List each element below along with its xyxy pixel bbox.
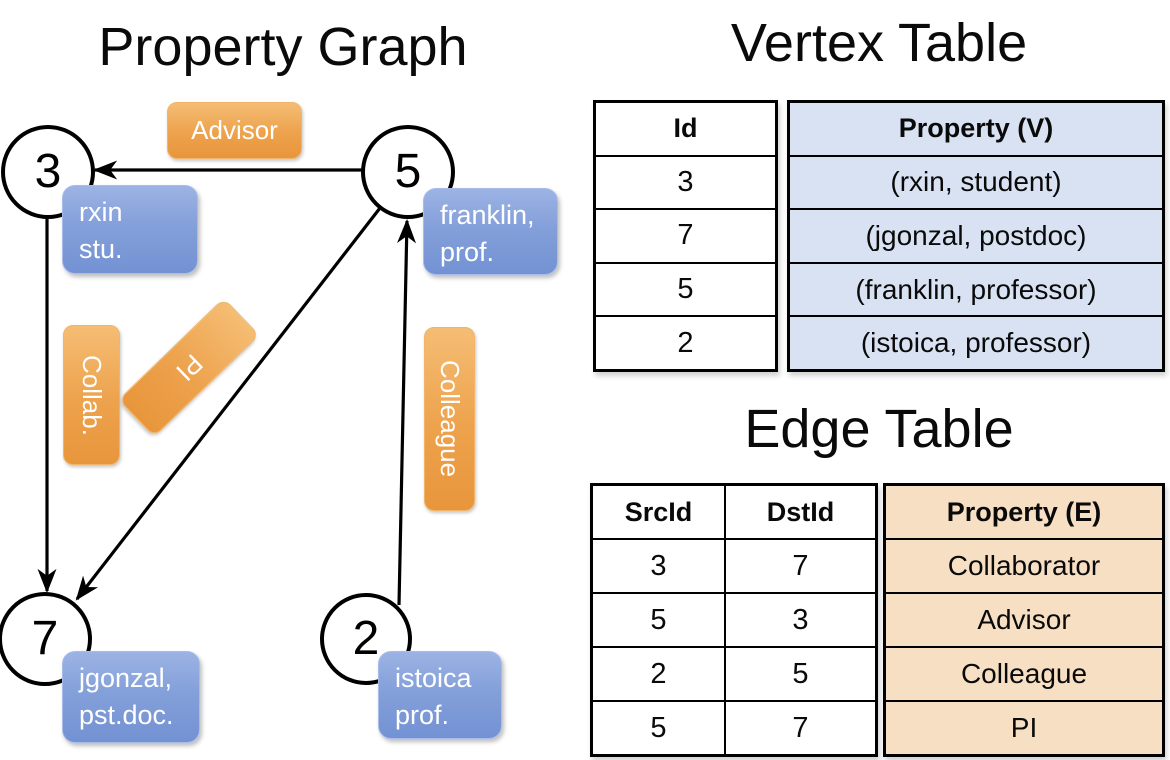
edge-table-id-columns: SrcId DstId 3 7 5 3 2 5 5 7 <box>590 483 878 757</box>
vertex-table-title: Vertex Table <box>730 13 1028 73</box>
vertex-table-id-cell: 2 <box>677 326 694 359</box>
vertex-table-property-column: Property (V) (rxin, student) (jgonzal, p… <box>787 100 1165 372</box>
vertex-property-line: rxin <box>79 197 123 227</box>
edge-table-dst-cell: 3 <box>792 603 809 636</box>
node-id-5: 5 <box>394 145 422 198</box>
edge-table-property-cell: Collaborator <box>947 550 1101 581</box>
graph-title: Property Graph <box>98 17 468 77</box>
vertex-property-box-3: rxin stu. <box>62 185 198 274</box>
node-id-2: 2 <box>352 612 380 665</box>
vertex-property-box-7: jgonzal, pst.doc. <box>62 651 200 743</box>
vertex-property-line: stu. <box>79 234 123 265</box>
edge-label-colleague: Colleague <box>424 327 475 511</box>
vertex-table-header-property: Property (V) <box>898 113 1054 144</box>
vertex-table-id-cell: 3 <box>677 165 694 198</box>
node-id-3: 3 <box>34 145 62 198</box>
vertex-property-line: franklin, <box>440 200 535 230</box>
edge-table-dst-cell: 5 <box>792 657 809 690</box>
vertex-property-box-2: istoica prof. <box>378 651 502 739</box>
edge-table-dst-cell: 7 <box>792 711 809 744</box>
edge-label-collab: Collab. <box>63 325 120 465</box>
vertex-property-line: prof. <box>395 700 450 731</box>
vertex-property-box-5: franklin, prof. <box>423 188 558 275</box>
vertex-property-line: istoica <box>395 663 472 693</box>
vertex-table-id-column: Id 3 7 5 2 <box>593 100 778 372</box>
graph-canvas <box>0 125 455 686</box>
edge-table-src-cell: 2 <box>593 648 726 700</box>
edge-table-src-cell: 5 <box>593 594 726 646</box>
edge-colleague-2-to-5 <box>397 218 417 606</box>
edge-table-dst-cell: 7 <box>792 549 809 582</box>
edge-table-header-srcid: SrcId <box>593 486 726 538</box>
edge-table-property-column: Property (E) Collaborator Advisor Collea… <box>883 483 1165 757</box>
node-id-7: 7 <box>31 612 59 665</box>
edge-table-header-property: Property (E) <box>946 496 1102 527</box>
vertex-table-header-id: Id <box>673 113 698 144</box>
vertex-table-property-cell: (istoica, professor) <box>860 327 1092 359</box>
edge-table-property-cell: Colleague <box>960 658 1088 689</box>
vertex-table-property-cell: (rxin, student) <box>890 166 1062 198</box>
vertex-property-line: jgonzal, <box>79 663 173 693</box>
edge-table-property-cell: Advisor <box>977 604 1071 635</box>
vertex-table-property-cell: (franklin, professor) <box>855 273 1097 305</box>
vertex-property-line: pst.doc. <box>79 700 174 731</box>
edge-table-src-cell: 5 <box>593 702 726 754</box>
edge-pi-5-to-7 <box>75 207 382 601</box>
vertex-property-line: prof. <box>440 237 495 268</box>
vertex-table-id-cell: 7 <box>677 219 694 252</box>
edge-table-src-cell: 3 <box>593 540 726 592</box>
vertex-table-id-cell: 5 <box>677 273 694 306</box>
edge-label-advisor: Advisor <box>167 102 302 159</box>
edge-table-title: Edge Table <box>744 399 1014 459</box>
edge-table-header-dstid: DstId <box>766 496 835 527</box>
edge-table-property-cell: PI <box>1010 712 1038 743</box>
vertex-table-property-cell: (jgonzal, postdoc) <box>865 219 1087 251</box>
